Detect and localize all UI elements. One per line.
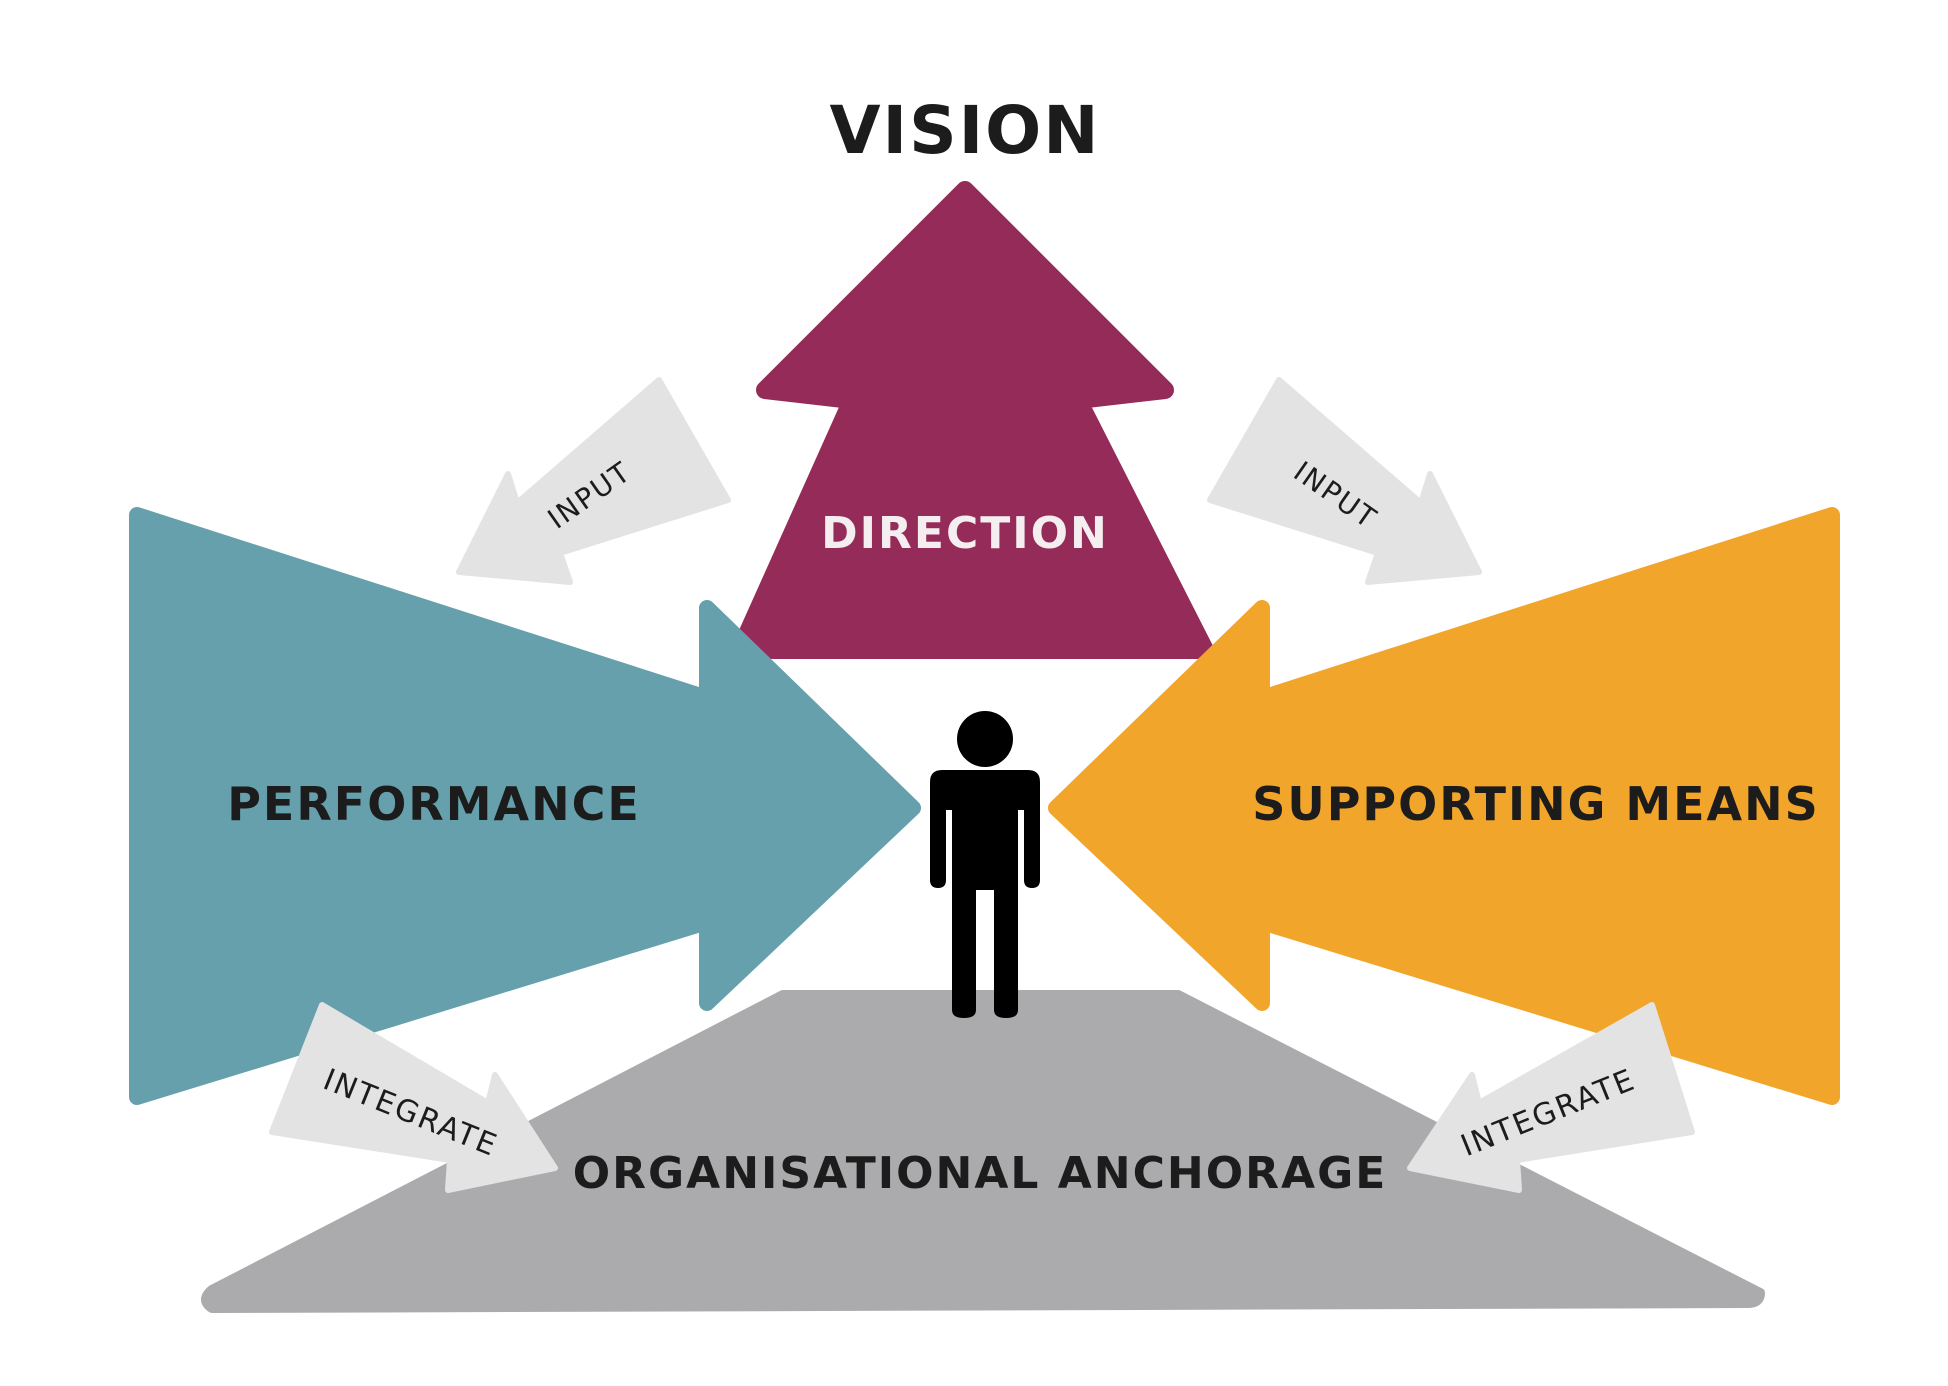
performance-label: PERFORMANCE	[227, 777, 641, 831]
input-arrow-left: INPUT	[459, 380, 728, 582]
integrate-arrow-right: INTEGRATE	[1410, 1005, 1692, 1190]
direction-label: DIRECTION	[821, 508, 1109, 559]
organisational-anchorage-label: ORGANISATIONAL ANCHORAGE	[573, 1148, 1388, 1199]
person-icon	[930, 711, 1040, 1018]
integrate-arrow-left: INTEGRATE	[272, 1005, 555, 1190]
direction-arrow	[740, 190, 1205, 650]
vision-label: VISION	[829, 92, 1100, 169]
supporting-means-label: SUPPORTING MEANS	[1252, 777, 1820, 831]
input-arrow-right: INPUT	[1210, 380, 1479, 582]
